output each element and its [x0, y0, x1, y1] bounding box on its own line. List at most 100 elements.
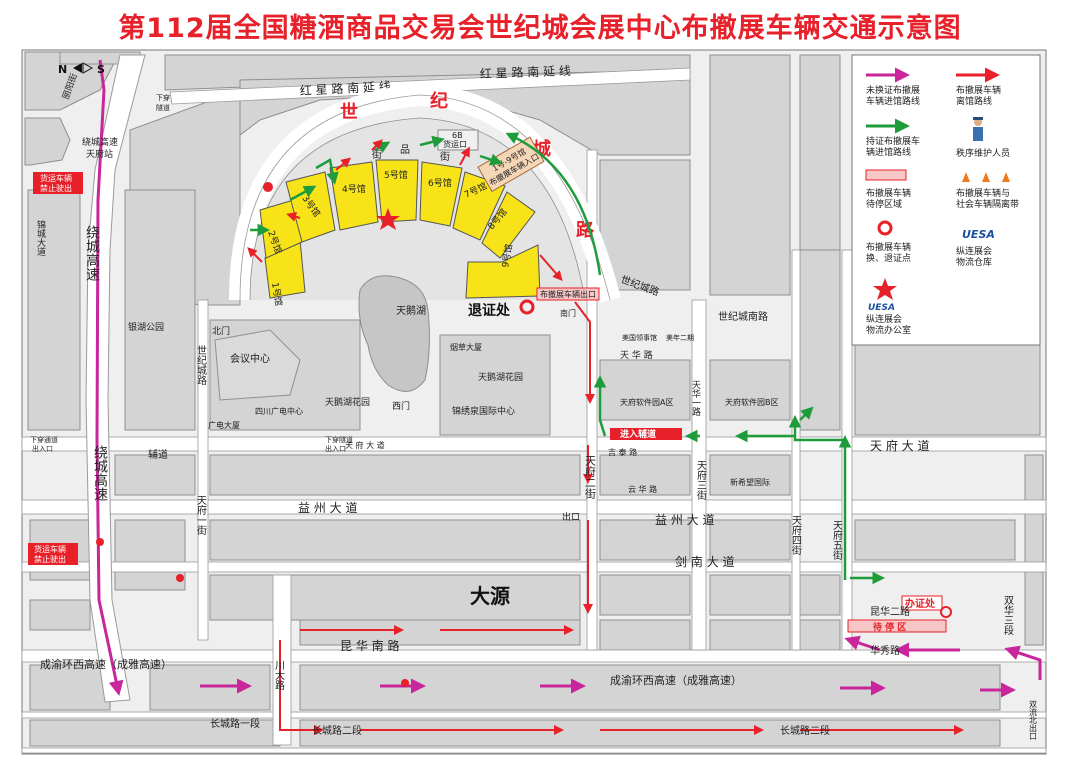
road-tianfu2-label: 天府二街 [584, 455, 597, 500]
legend-label-5a: 布撤展车辆 [866, 187, 911, 199]
gate-6b-label: 6B [452, 131, 463, 140]
waiting-zone-label: 待 停 区 [873, 621, 906, 633]
road-yizhou-label-2: 益 州 大 道 [655, 513, 714, 527]
south-gate-label: 南门 [560, 308, 576, 318]
software-a-label: 天府软件园A区 [620, 397, 673, 407]
road-huaxiu-label: 华秀路 [870, 644, 900, 657]
banzheng-point-icon[interactable] [940, 606, 952, 618]
road-changcheng2b-label: 长城路二段 [780, 724, 830, 737]
hall-5[interactable] [375, 159, 419, 223]
west-gate-label: 西门 [392, 400, 410, 412]
road-tianfu-small-label: 天 府 大 道 [345, 440, 385, 450]
legend-label-1b: 车辆进馆路线 [866, 95, 920, 107]
road-jiannan-label: 剑 南 大 道 [675, 554, 734, 569]
legend-label-5b: 待停区域 [866, 198, 902, 210]
logistics-office-star-icon[interactable] [376, 208, 400, 230]
underpass-top-label-2: 隧道 [156, 103, 170, 112]
road-yizhou-label: 益 州 大 道 [298, 501, 357, 515]
underpass-top-label: 下穿 [156, 93, 170, 102]
hall-6[interactable] [419, 161, 463, 227]
road-tianfu4-label: 天府四街 [790, 515, 802, 556]
uesa-logo-icon: UESA [962, 228, 995, 241]
hall-label-6: 6号馆 [428, 177, 452, 189]
arc-char-2: 纪 [430, 90, 448, 112]
truck-forbid-1-label: 货运车辆 [40, 173, 72, 183]
legend-label-6b: 社会车辆隔离带 [956, 198, 1019, 210]
road-changcheng1-label: 长城路一段 [210, 717, 260, 730]
legend-uesa-small-icon: UESA [868, 303, 895, 313]
underpass-left-label-2: 出入口 [32, 444, 53, 453]
route-green-entry [593, 375, 885, 585]
arc-char-1: 世 [340, 102, 358, 123]
tianehu-lake [358, 275, 430, 392]
road-tianfu1-label: 天府一街 [195, 495, 207, 536]
jie-label-2: 街 [440, 150, 450, 163]
legend-exchange-circle-icon [877, 220, 893, 236]
road-fudao-label: 辅道 [148, 448, 168, 461]
guangdian-label: 广电大厦 [208, 420, 240, 430]
city-blocks [24, 51, 1044, 747]
roads [21, 149, 1047, 754]
road-labels: 天 府 大 道 益 州 大 道 益 州 大 道 剑 南 大 道 昆 华 南 路 … [35, 72, 1038, 741]
xinxi-label: 新希望国际 [730, 477, 770, 487]
truck-forbid-2-label: 货运车辆 [34, 544, 66, 554]
hall-9[interactable] [465, 244, 541, 299]
legend-label-1a: 未换证布撤展 [866, 84, 920, 96]
legend-box [851, 54, 1041, 346]
legend-label-9b: 物流办公室 [866, 324, 911, 336]
pin-label: 品 [400, 144, 410, 156]
road-kunhua-label: 昆华二路 [870, 605, 910, 618]
banzheng-box[interactable] [901, 595, 943, 611]
legend-label-9a: 纵连展会 [866, 313, 902, 325]
banzheng-label: 办证处 [905, 597, 936, 610]
lake-label: 天鹅湖 [396, 304, 426, 317]
compass-arrow-icon-2 [82, 62, 94, 74]
meiguang-label: 美国领事馆 [622, 333, 657, 342]
north-gate-label: 北门 [212, 325, 230, 337]
legend-star-icon [873, 278, 897, 300]
legend-label-3a: 持证布撤展车 [866, 135, 920, 147]
road-tianfu3-label: 天府三街 [695, 460, 707, 501]
hall-4[interactable] [329, 161, 379, 231]
tianehu-garden-label: 天鹅湖花园 [325, 396, 370, 408]
legend: 未换证布撤展 车辆进馆路线 布撤展车辆 离馆路线 持证布撤展车 辆进馆路线 秩序… [851, 54, 1041, 346]
road-jincheng-label: 锦城大道 [35, 219, 46, 257]
no-entry-icon-3 [401, 679, 409, 687]
exchange-point-icon[interactable] [263, 182, 273, 192]
road-hongxing-label-2: 红 星 路 南 延 线 [480, 63, 572, 81]
legend-label-8b: 物流仓库 [956, 256, 992, 268]
no-entry-icon [96, 538, 104, 546]
entry-fudao-label: 进入辅道 [620, 428, 656, 440]
underpass-mid-label: 下穿隧道 [325, 435, 353, 444]
exit-sign-label: 布撤展车辆出口 [540, 289, 596, 299]
hall-8[interactable] [481, 191, 536, 259]
legend-label-2a: 布撤展车辆 [956, 84, 1001, 96]
compass-n: N [58, 63, 67, 76]
tuizheng-label: 退证处 [468, 302, 511, 319]
raocheng-station-label: 绕城高速 [82, 136, 118, 148]
tuizheng-point-icon[interactable] [519, 299, 535, 315]
underpass-left-label: 下穿通道 [30, 435, 58, 444]
hall-3[interactable] [285, 171, 336, 243]
legend-label-8a: 纵连展会 [956, 245, 992, 257]
raocheng-station-label-2: 天府站 [86, 148, 113, 160]
cones-icon [962, 172, 1010, 182]
tianehu-garden-label-2: 天鹅湖花园 [478, 371, 523, 383]
road-chengyu-label: 成渝环西高速（成雅高速） [40, 657, 172, 671]
route-red-halls [247, 139, 595, 404]
road-yunhua-label: 云 华 路 [628, 484, 657, 494]
chukou-label: 出口 [562, 511, 580, 523]
yinhu-park-label: 银湖公园 [128, 321, 164, 333]
shiji-arc-road-edge [239, 94, 611, 301]
no-entry-icon-2 [176, 574, 184, 582]
shuangliu-label: 双流北出口 [1029, 700, 1038, 740]
underpass-mid-label-2: 出入口 [325, 444, 346, 453]
road-chuanda-label: 川大路 [273, 660, 285, 691]
conference-center [214, 329, 301, 401]
waiting-zone[interactable] [847, 619, 947, 633]
hall-label-5: 5号馆 [384, 169, 408, 181]
entry-fudao-sign [610, 428, 682, 440]
truck-forbid-1-label-2: 禁止驶出 [40, 183, 72, 193]
yancao-label: 烟草大厦 [450, 342, 482, 352]
